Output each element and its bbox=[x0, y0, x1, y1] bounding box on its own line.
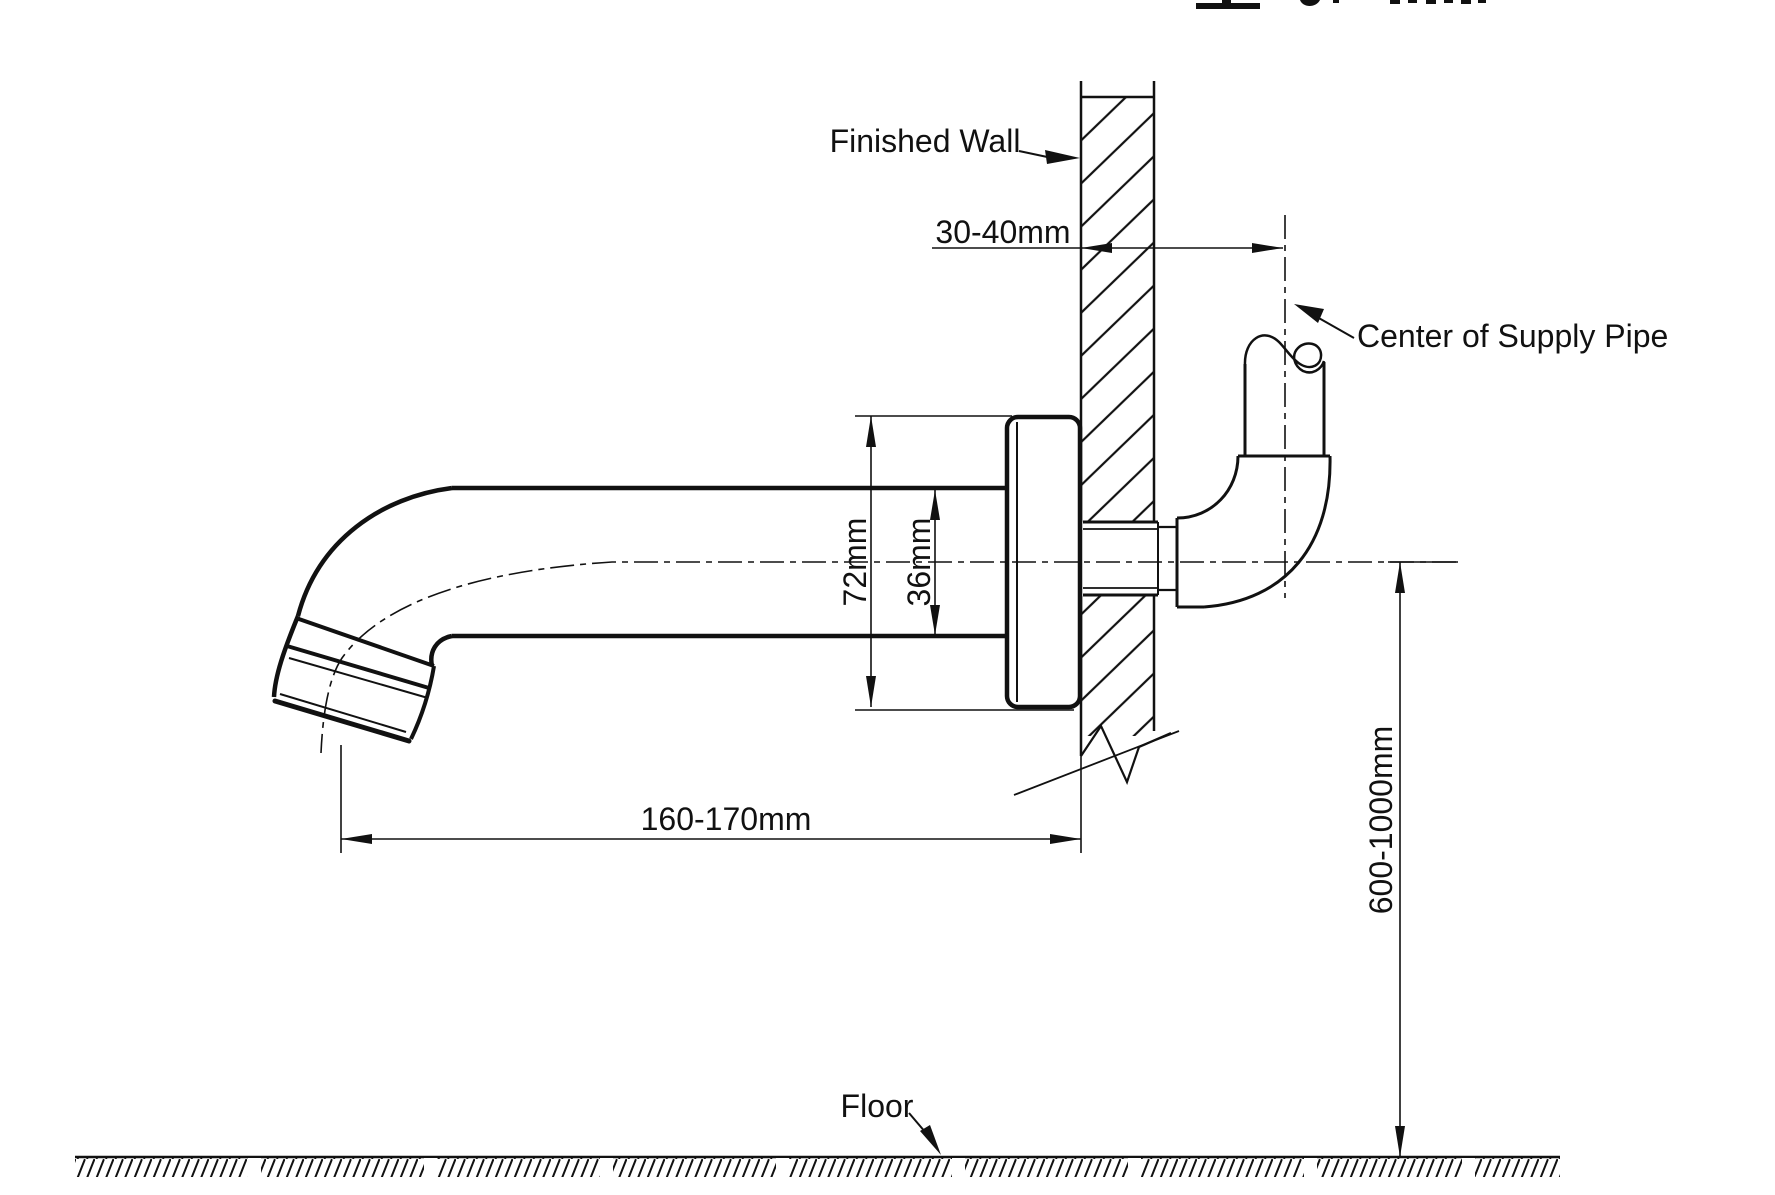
arrow-30-40mm-right bbox=[1252, 243, 1283, 253]
dim-label-72mm: 72mm bbox=[837, 518, 873, 607]
arrow-160-170mm-right bbox=[1050, 834, 1081, 844]
tub-spout bbox=[271, 414, 1083, 744]
spout-tip-face bbox=[272, 698, 412, 744]
finished-wall-section bbox=[1013, 81, 1180, 796]
dimension-arrowheads bbox=[341, 243, 1405, 1157]
center-of-supply-pipe-label: Center of Supply Pipe bbox=[1357, 318, 1668, 354]
supply-pipe-leader bbox=[1316, 316, 1355, 339]
supply-pipe-arrow bbox=[1294, 304, 1324, 323]
arrow-160-170mm-left bbox=[341, 834, 372, 844]
leader-lines bbox=[908, 150, 1355, 1155]
wall-break-line bbox=[1013, 730, 1180, 796]
floor-label: Floor bbox=[841, 1088, 914, 1124]
spout-tip-ring-1 bbox=[295, 616, 435, 668]
spout-left-edge bbox=[271, 615, 301, 698]
arrow-600-1000mm-bottom bbox=[1395, 1126, 1405, 1157]
spout-tip-inner-line bbox=[279, 693, 407, 733]
supply-pipe bbox=[1243, 334, 1326, 456]
arrow-72mm-bottom bbox=[866, 676, 876, 707]
floor-ground bbox=[75, 1155, 1560, 1178]
arrow-36mm-bottom bbox=[930, 605, 940, 635]
arrow-72mm-top bbox=[866, 416, 876, 447]
dim-label-160-170mm: 160-170mm bbox=[641, 801, 812, 837]
wall-hatch-upper bbox=[1082, 98, 1153, 521]
spout-centerline bbox=[320, 561, 1456, 754]
logo-letter-fragment bbox=[1300, 0, 1320, 6]
threaded-nipple bbox=[1083, 520, 1178, 597]
floor-arrow bbox=[920, 1125, 941, 1155]
arrow-30-40mm-left bbox=[1081, 243, 1112, 253]
elbow-outer-curve bbox=[1203, 455, 1332, 609]
floor-hatch bbox=[75, 1158, 1560, 1177]
finished-wall-label: Finished Wall bbox=[830, 123, 1021, 159]
dim-label-30-40mm: 30-40mm bbox=[935, 214, 1070, 250]
spout-inner-bend bbox=[429, 633, 453, 667]
finished-wall-arrow bbox=[1045, 150, 1080, 164]
cropped-logo-fragment bbox=[1196, 0, 1486, 9]
spout-tip-ring-2 bbox=[286, 644, 430, 690]
pipe-break-squiggle bbox=[1243, 334, 1326, 374]
arrow-36mm-top bbox=[930, 490, 940, 520]
spout-tip-right-edge bbox=[409, 665, 436, 740]
arrow-600-1000mm-top bbox=[1395, 562, 1405, 593]
elbow-inner-curve bbox=[1176, 455, 1240, 520]
floor-hatch-gaps bbox=[248, 1158, 1475, 1178]
centerlines bbox=[320, 215, 1456, 754]
wall-hatch-lower bbox=[1082, 596, 1153, 736]
dim-label-36mm: 36mm bbox=[901, 518, 937, 607]
supply-elbow bbox=[1175, 454, 1332, 609]
dimension-lines bbox=[340, 247, 1458, 1157]
spout-outer-bend bbox=[295, 485, 453, 617]
spout-tip-ring-3 bbox=[288, 657, 429, 699]
dim-label-600-1000mm: 600-1000mm bbox=[1363, 726, 1399, 915]
